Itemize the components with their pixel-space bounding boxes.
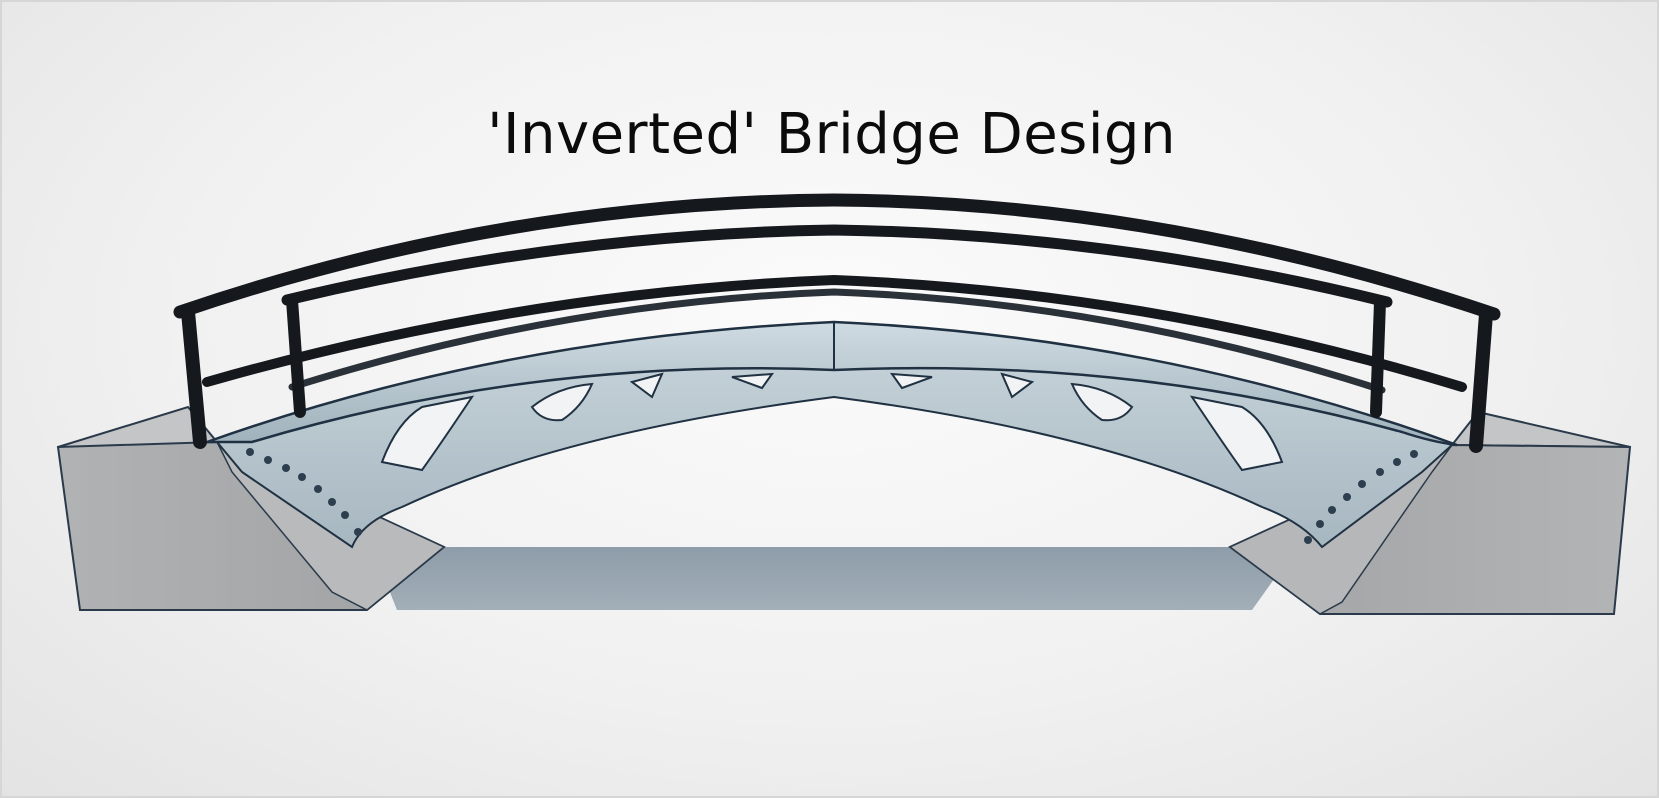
- railing[interactable]: [173, 193, 1501, 453]
- bridge-deck[interactable]: [206, 320, 1458, 447]
- scene-title: 'Inverted' Bridge Design: [487, 102, 1176, 167]
- ground-shadow: [372, 547, 1297, 610]
